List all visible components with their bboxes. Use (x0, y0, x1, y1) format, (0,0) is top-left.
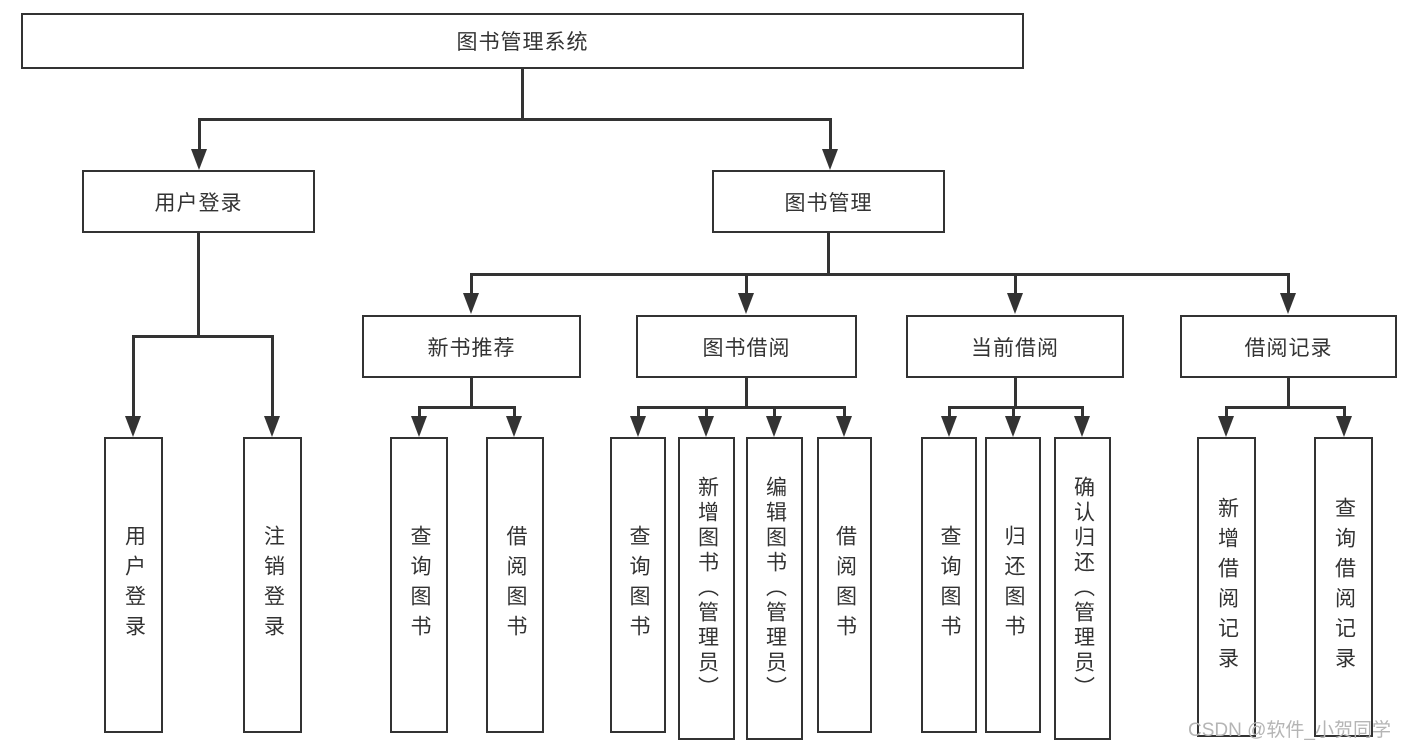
connector-borrow-records-stem (1287, 378, 1290, 406)
arrowhead-down-icon (125, 416, 141, 437)
leaf-add-books-admin: 新增图书（管理员） (678, 437, 735, 740)
connector-borrow-records-crossbar (1225, 406, 1345, 409)
leaf-borrow-books: 借阅图书 (817, 437, 872, 733)
csdn-watermark: CSDN @软件_小贺同学 (1188, 720, 1391, 741)
leaf-query-books: 查询图书 (390, 437, 448, 733)
connector-drop-leaf (637, 406, 640, 419)
connector-drop-leaf (513, 406, 516, 419)
arrowhead-down-icon (738, 293, 754, 314)
connector-drop-leaf (1225, 406, 1228, 419)
connector-drop-book-borrow (745, 273, 748, 296)
arrowhead-down-icon (411, 416, 427, 437)
arrowhead-down-icon (1074, 416, 1090, 437)
connector-drop-borrow-records (1287, 273, 1290, 296)
arrowhead-down-icon (191, 149, 207, 170)
leaf-query-borrow-record: 查询借阅记录 (1314, 437, 1373, 737)
node-current-borrow: 当前借阅 (906, 315, 1124, 378)
leaf-label: 编辑图书（管理员） (763, 476, 787, 701)
node-label: 新书推荐 (427, 336, 516, 360)
connector-new-book-crossbar (418, 406, 515, 409)
node-library-management-system: 图书管理系统 (21, 13, 1024, 69)
connector-current-borrow-stem (1014, 378, 1017, 406)
leaf-logout: 注销登录 (243, 437, 302, 733)
connector-drop-book-management (829, 118, 832, 152)
connector-drop-leaf (271, 335, 274, 419)
connector-drop-leaf (1343, 406, 1346, 419)
connector-drop-leaf (773, 406, 776, 419)
arrowhead-down-icon (1218, 416, 1234, 437)
connector-current-borrow-crossbar (948, 406, 1083, 409)
leaf-label: 借阅图书 (504, 525, 527, 645)
arrowhead-down-icon (463, 293, 479, 314)
leaf-label: 查询图书 (408, 525, 431, 645)
leaf-label: 查询图书 (938, 525, 961, 645)
connector-book-borrow-stem (745, 378, 748, 406)
arrowhead-down-icon (1280, 293, 1296, 314)
node-book-borrow: 图书借阅 (636, 315, 857, 378)
node-user-login: 用户登录 (82, 170, 315, 233)
connector-drop-leaf (1012, 406, 1015, 419)
connector-book-management-stem (827, 233, 830, 275)
leaf-borrow-books: 借阅图书 (486, 437, 544, 733)
connector-drop-new-book (470, 273, 473, 296)
node-label: 图书借阅 (702, 336, 791, 360)
arrowhead-down-icon (506, 416, 522, 437)
arrowhead-down-icon (766, 416, 782, 437)
connector-drop-leaf (132, 335, 135, 419)
arrowhead-down-icon (1005, 416, 1021, 437)
arrowhead-down-icon (822, 149, 838, 170)
connector-user-login-stem (197, 233, 200, 335)
connector-drop-leaf (843, 406, 846, 419)
leaf-confirm-return-admin: 确认归还（管理员） (1054, 437, 1111, 740)
connector-root-stem (521, 69, 524, 119)
connector-drop-user-login (198, 118, 201, 152)
connector-book-borrow-crossbar (637, 406, 845, 409)
leaf-query-books: 查询图书 (610, 437, 666, 733)
node-label: 图书管理 (784, 191, 873, 215)
leaf-return-books: 归还图书 (985, 437, 1041, 733)
node-borrow-records: 借阅记录 (1180, 315, 1397, 378)
connector-drop-current-borrow (1014, 273, 1017, 296)
leaf-label: 借阅图书 (833, 525, 857, 645)
connector-drop-leaf (1081, 406, 1084, 419)
node-label: 当前借阅 (971, 336, 1059, 360)
arrowhead-down-icon (630, 416, 646, 437)
leaf-edit-books-admin: 编辑图书（管理员） (746, 437, 803, 740)
leaf-label: 用户登录 (122, 525, 146, 645)
node-new-book-recommend: 新书推荐 (362, 315, 581, 378)
leaf-label: 查询借阅记录 (1332, 497, 1356, 677)
node-label: 用户登录 (154, 191, 243, 215)
leaf-query-books: 查询图书 (921, 437, 977, 733)
node-label: 借阅记录 (1244, 336, 1333, 360)
connector-drop-leaf (418, 406, 421, 419)
node-book-management: 图书管理 (712, 170, 945, 233)
leaf-add-borrow-record: 新增借阅记录 (1197, 437, 1256, 737)
leaf-label: 新增图书（管理员） (695, 476, 719, 701)
arrowhead-down-icon (1336, 416, 1352, 437)
arrowhead-down-icon (836, 416, 852, 437)
connector-new-book-stem (470, 378, 473, 406)
connector-root-crossbar (198, 118, 831, 121)
connector-user-login-crossbar (132, 335, 274, 338)
connector-drop-leaf (948, 406, 951, 419)
arrowhead-down-icon (941, 416, 957, 437)
leaf-label: 新增借阅记录 (1215, 497, 1239, 677)
arrowhead-down-icon (1007, 293, 1023, 314)
leaf-label: 确认归还（管理员） (1071, 476, 1095, 701)
arrowhead-down-icon (264, 416, 280, 437)
leaf-label: 注销登录 (261, 525, 285, 645)
connector-book-management-crossbar (470, 273, 1289, 276)
arrowhead-down-icon (698, 416, 714, 437)
leaf-label: 归还图书 (1002, 525, 1025, 645)
connector-drop-leaf (705, 406, 708, 419)
node-label: 图书管理系统 (456, 31, 589, 54)
leaf-user-login: 用户登录 (104, 437, 163, 733)
leaf-label: 查询图书 (627, 525, 650, 645)
